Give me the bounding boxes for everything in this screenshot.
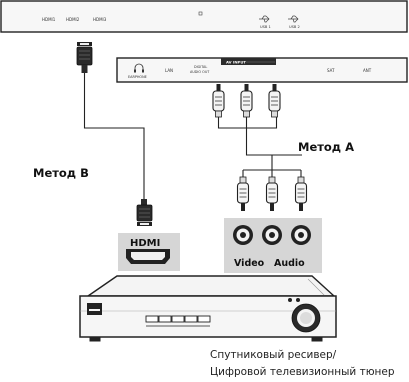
satellite-receiver [79,275,337,342]
av-input-label: AV INPUT [226,60,246,65]
lan-label: LAN [165,68,173,73]
audio-right-jack-icon [291,225,311,245]
usb2-port-label: USB 2 [289,25,300,29]
hdmi2-port-label: HDMI2 [66,17,80,22]
headphone-icon [134,63,144,73]
power-icon [198,11,203,16]
receiver-button-row [145,315,211,327]
receiver-caption-line1: Спутниковый ресивер/ [210,349,337,361]
sat-label: SAT [327,68,335,73]
receiver-small-buttons [288,298,300,302]
digital-audio-out-label-line1: DIGITAL [194,65,207,69]
receiver-caption-line2: Цифровой телевизионный тюнер [210,366,395,378]
device-rca-port-panel: Video Audio [224,218,322,273]
usb1-icon [259,15,270,23]
hdmi-plug-top [76,42,93,73]
audio-port-label: Audio [274,258,305,269]
receiver-volume-knob [291,303,321,333]
rca-plug-upper-audio-right [268,84,281,118]
rca-plug-upper-audio-left [240,84,253,118]
hdmi-cable [76,42,153,226]
hdmi-port-icon [126,249,170,264]
video-port-label: Video [234,258,265,269]
rca-plug-lower-audio-left [265,176,279,211]
ant-label: ANT [363,68,372,73]
hdmi1-port-label: HDMI1 [42,17,56,22]
usb1-port-label: USB 1 [260,25,271,29]
hdmi-port-label: HDMI [130,238,160,249]
rca-cable-lower [236,155,308,211]
rca-plug-lower-video [236,176,250,211]
video-jack-icon [233,225,253,245]
tv-side-panel: EARPHONE LAN DIGITAL AUDIO OUT AV INPUT … [116,57,408,83]
rca-cable-upper [212,84,302,156]
tv-top-panel: HDMI1 HDMI2 HDMI3 USB 1 USB 2 [0,0,408,33]
usb2-icon [288,15,299,23]
audio-left-jack-icon [262,225,282,245]
method-a-label: Метод A [298,140,354,154]
earphone-label: EARPHONE [128,75,147,79]
method-b-label: Метод B [33,166,89,180]
av-input-header: AV INPUT [221,58,276,65]
hdmi-plug-bottom [136,199,153,226]
rca-plug-lower-audio-right [294,176,308,211]
digital-audio-out-label-line2: AUDIO OUT [190,70,210,74]
hdmi3-port-label: HDMI3 [93,17,107,22]
device-hdmi-port-panel: HDMI [118,233,180,271]
receiver-display [87,303,102,315]
rca-plug-upper-video [212,84,225,118]
